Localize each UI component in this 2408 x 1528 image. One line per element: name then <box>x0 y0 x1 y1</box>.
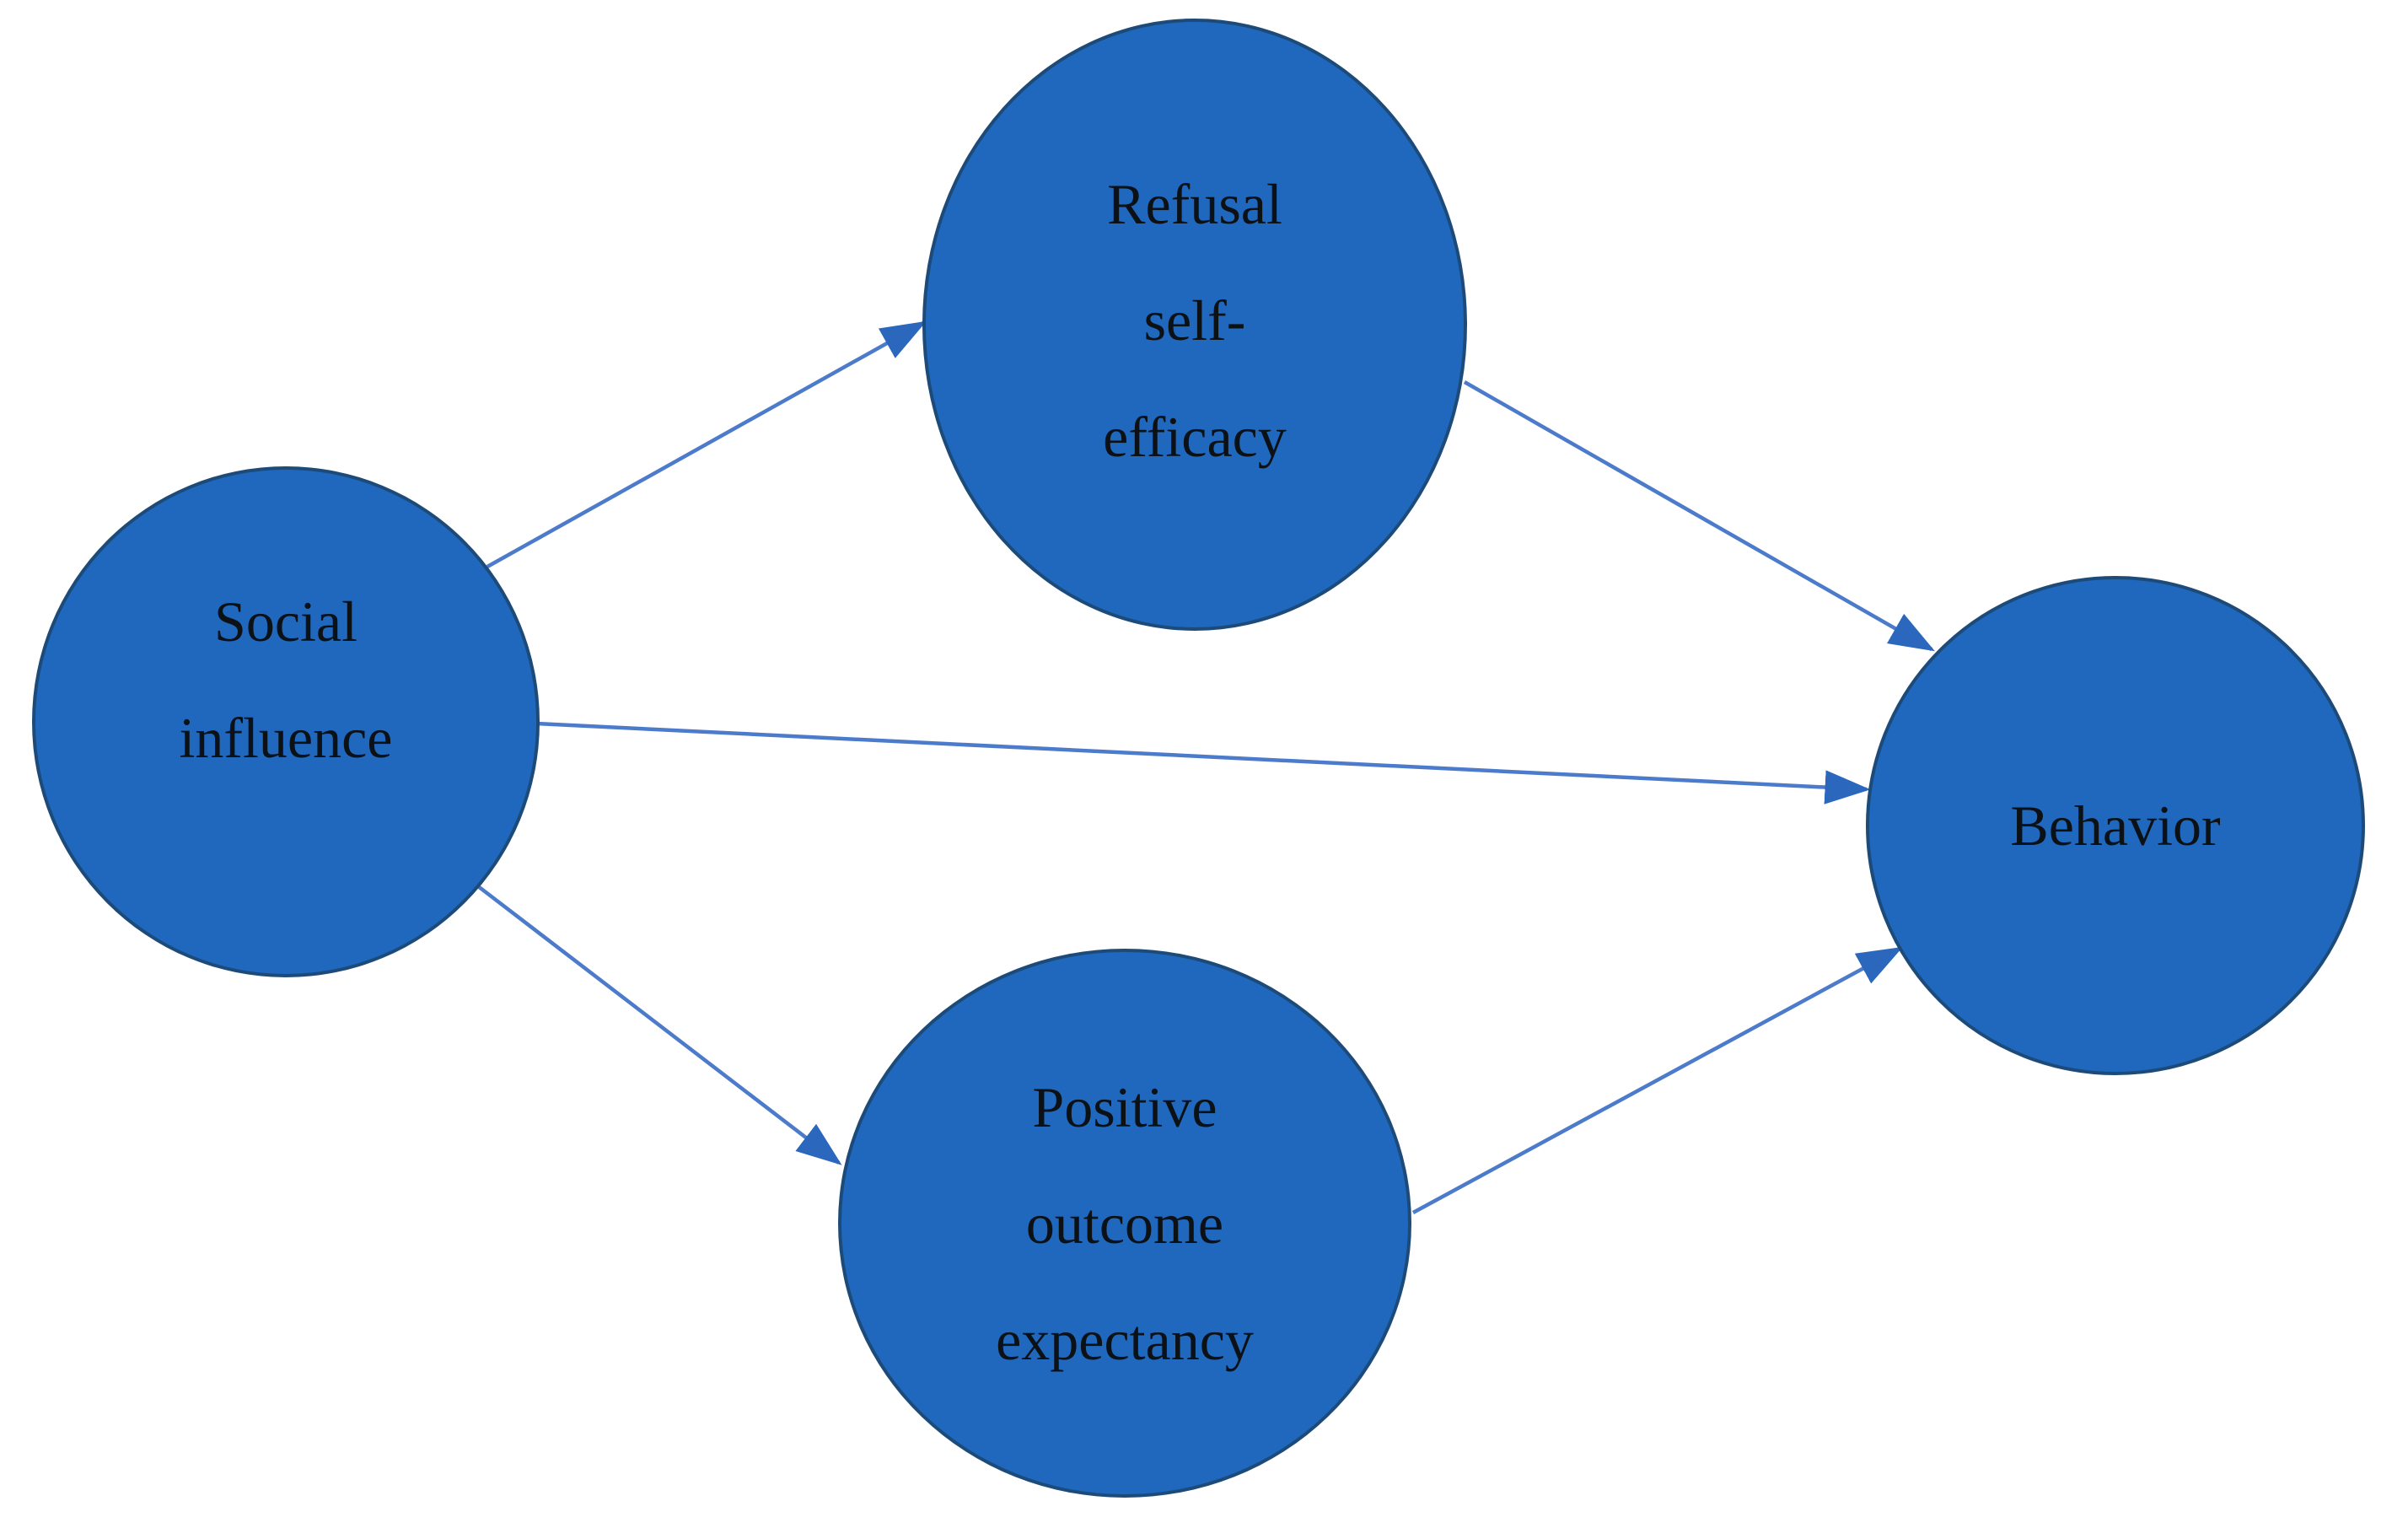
node-behavior: Behavior <box>1866 576 2365 1075</box>
node-refusal-self-efficacy: Refusal self- efficacy <box>922 19 1467 631</box>
node-label-line: self- <box>1143 288 1246 352</box>
node-label-line: expectancy <box>996 1307 1254 1372</box>
node-positive-outcome-expectancy: Positive outcome expectancy <box>838 949 1411 1498</box>
node-label-line: efficacy <box>1103 405 1287 469</box>
node-label-line: influence <box>179 706 393 770</box>
edge-social-to-refusal <box>486 320 927 568</box>
node-label-line: Refusal <box>1107 172 1282 236</box>
node-social-influence: Social influence <box>32 466 540 977</box>
edge-social-to-positive <box>476 885 842 1165</box>
edge-refusal-to-behavior <box>1463 380 1935 652</box>
edge-social-to-behavior <box>535 721 1871 804</box>
node-label-line: Positive <box>1032 1074 1217 1139</box>
node-label-line: outcome <box>1025 1191 1224 1256</box>
edge-positive-to-behavior <box>1411 946 1903 1214</box>
node-label-line: Behavior <box>2010 794 2221 858</box>
node-label-line: Social <box>214 589 357 654</box>
